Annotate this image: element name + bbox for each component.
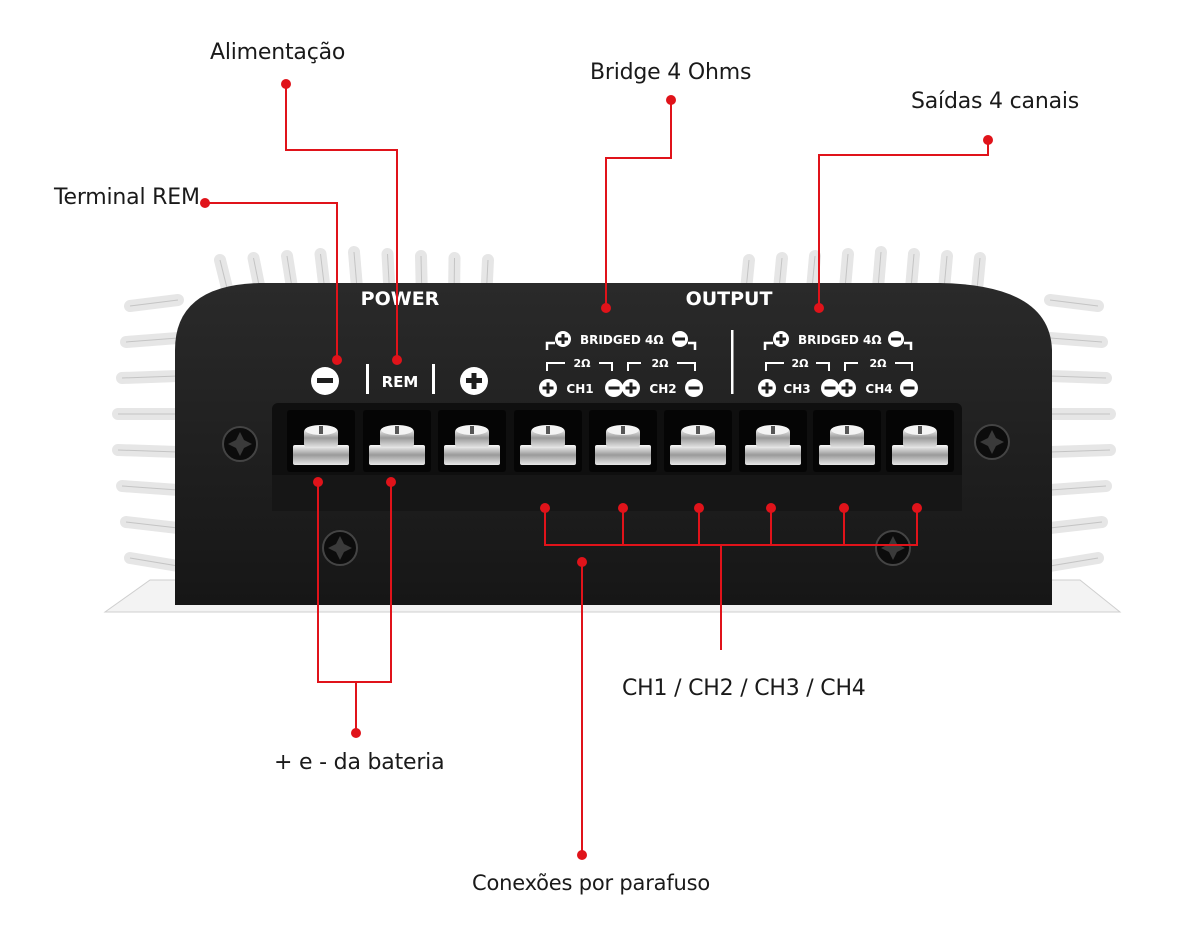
- plus-circle-icon: [838, 379, 856, 397]
- heatsink-fin-edge: [1049, 485, 1107, 491]
- minus-circle-icon: [821, 379, 839, 397]
- heatsink-fin-edge: [1049, 375, 1107, 379]
- screw-icon: [287, 410, 355, 472]
- ohm-label-ch12a: 2Ω: [573, 357, 591, 370]
- screw-part: [395, 426, 399, 434]
- heatsink-fin-edge: [121, 485, 179, 491]
- plus-circle-icon: [539, 379, 557, 397]
- ch1-label: CH1: [566, 382, 593, 396]
- screw-part: [595, 445, 651, 465]
- heatsink-fin-edge: [1049, 337, 1103, 343]
- heatsink-fin-edge: [125, 521, 179, 529]
- heatsink-fin-edge: [1049, 449, 1111, 453]
- screw-icon: [514, 410, 582, 472]
- screw-part: [892, 445, 948, 465]
- plus-circle-icon: [758, 379, 776, 397]
- callout-channels: CH1 / CH2 / CH3 / CH4: [622, 676, 866, 701]
- heatsink-fin-edge: [1049, 557, 1099, 567]
- ch3-label: CH3: [783, 382, 810, 396]
- callout-bridge: Bridge 4 Ohms: [590, 60, 752, 85]
- minus-circle-icon: [672, 331, 688, 347]
- star-bolt-icon: [875, 530, 911, 566]
- screw-part: [745, 445, 801, 465]
- screw-icon: [664, 410, 732, 472]
- callout-conexoes: Conexões por parafuso: [472, 871, 711, 895]
- screw-part: [918, 426, 922, 434]
- output-title: OUTPUT: [686, 288, 773, 310]
- screw-part: [369, 445, 425, 465]
- callout-line-bateria: [317, 482, 392, 683]
- callout-line-alimentacao: [285, 84, 398, 360]
- heatsink-fin-edge: [1049, 299, 1099, 307]
- heatsink-fin-edge: [129, 299, 179, 307]
- plus-circle-icon: [773, 331, 789, 347]
- screw-icon: [813, 410, 881, 472]
- star-bolt-icon: [222, 426, 258, 462]
- screw-icon: [438, 410, 506, 472]
- callout-line-terminal-rem: [205, 202, 338, 360]
- minus-circle-icon: [605, 379, 623, 397]
- terminal-screws: [287, 410, 954, 472]
- heatsink-fin-edge: [1049, 521, 1103, 529]
- screw-part: [319, 426, 323, 434]
- callout-terminal-rem: Terminal REM: [54, 185, 200, 210]
- minus-circle-icon: [888, 331, 904, 347]
- rem-divider-right: [432, 364, 435, 394]
- screw-part: [470, 426, 474, 434]
- star-bolt-icon: [974, 424, 1010, 460]
- bridged-left-group: BRIDGED 4Ω 2Ω 2Ω CH1: [539, 331, 703, 397]
- callout-bateria: + e - da bateria: [274, 750, 445, 775]
- callout-line-saidas: [818, 140, 989, 308]
- ohm-label-ch34b: 2Ω: [869, 357, 887, 370]
- ohm-label-ch34a: 2Ω: [791, 357, 809, 370]
- terminal-block-lip: [272, 475, 962, 511]
- output-divider: [731, 330, 734, 394]
- callout-alimentacao: Alimentação: [210, 40, 346, 65]
- callout-line-channels-drops: [622, 508, 845, 545]
- screw-part: [293, 445, 349, 465]
- heatsink-fins: [112, 246, 1116, 572]
- heatsink-fin-edge: [125, 337, 179, 343]
- screw-icon: [739, 410, 807, 472]
- callout-saidas: Saídas 4 canais: [911, 89, 1080, 114]
- minus-circle-icon: [685, 379, 703, 397]
- screw-part: [670, 445, 726, 465]
- ch2-label: CH2: [649, 382, 676, 396]
- screw-part: [696, 426, 700, 434]
- screw-icon: [886, 410, 954, 472]
- callout-line-channels: [544, 508, 918, 546]
- screw-icon: [589, 410, 657, 472]
- bridged-label-right: BRIDGED 4Ω: [798, 333, 882, 347]
- heatsink-fin-edge: [121, 375, 179, 379]
- screw-part: [819, 445, 875, 465]
- screw-part: [845, 426, 849, 434]
- screw-part: [621, 426, 625, 434]
- callout-line-bridge: [605, 100, 672, 308]
- rem-label: REM: [382, 373, 419, 391]
- plus-circle-icon: [460, 367, 488, 395]
- ch4-label: CH4: [865, 382, 892, 396]
- plus-circle-icon: [622, 379, 640, 397]
- minus-circle-icon: [900, 379, 918, 397]
- callout-dots: [200, 79, 993, 860]
- screw-part: [771, 426, 775, 434]
- minus-circle-icon: [311, 367, 339, 395]
- heatsink-fin-edge: [117, 449, 179, 453]
- screw-icon: [363, 410, 431, 472]
- rem-divider-left: [366, 364, 369, 394]
- callout-lines: [205, 84, 989, 855]
- heatsink-fin-edge: [129, 557, 179, 567]
- bridged-label-left: BRIDGED 4Ω: [580, 333, 664, 347]
- screw-part: [444, 445, 500, 465]
- screw-part: [546, 426, 550, 434]
- star-bolt-icon: [322, 530, 358, 566]
- ohm-label-ch12b: 2Ω: [651, 357, 669, 370]
- power-title: POWER: [361, 288, 440, 310]
- screw-part: [520, 445, 576, 465]
- plus-circle-icon: [555, 331, 571, 347]
- bridged-right-group: BRIDGED 4Ω 2Ω 2Ω CH3: [758, 331, 918, 397]
